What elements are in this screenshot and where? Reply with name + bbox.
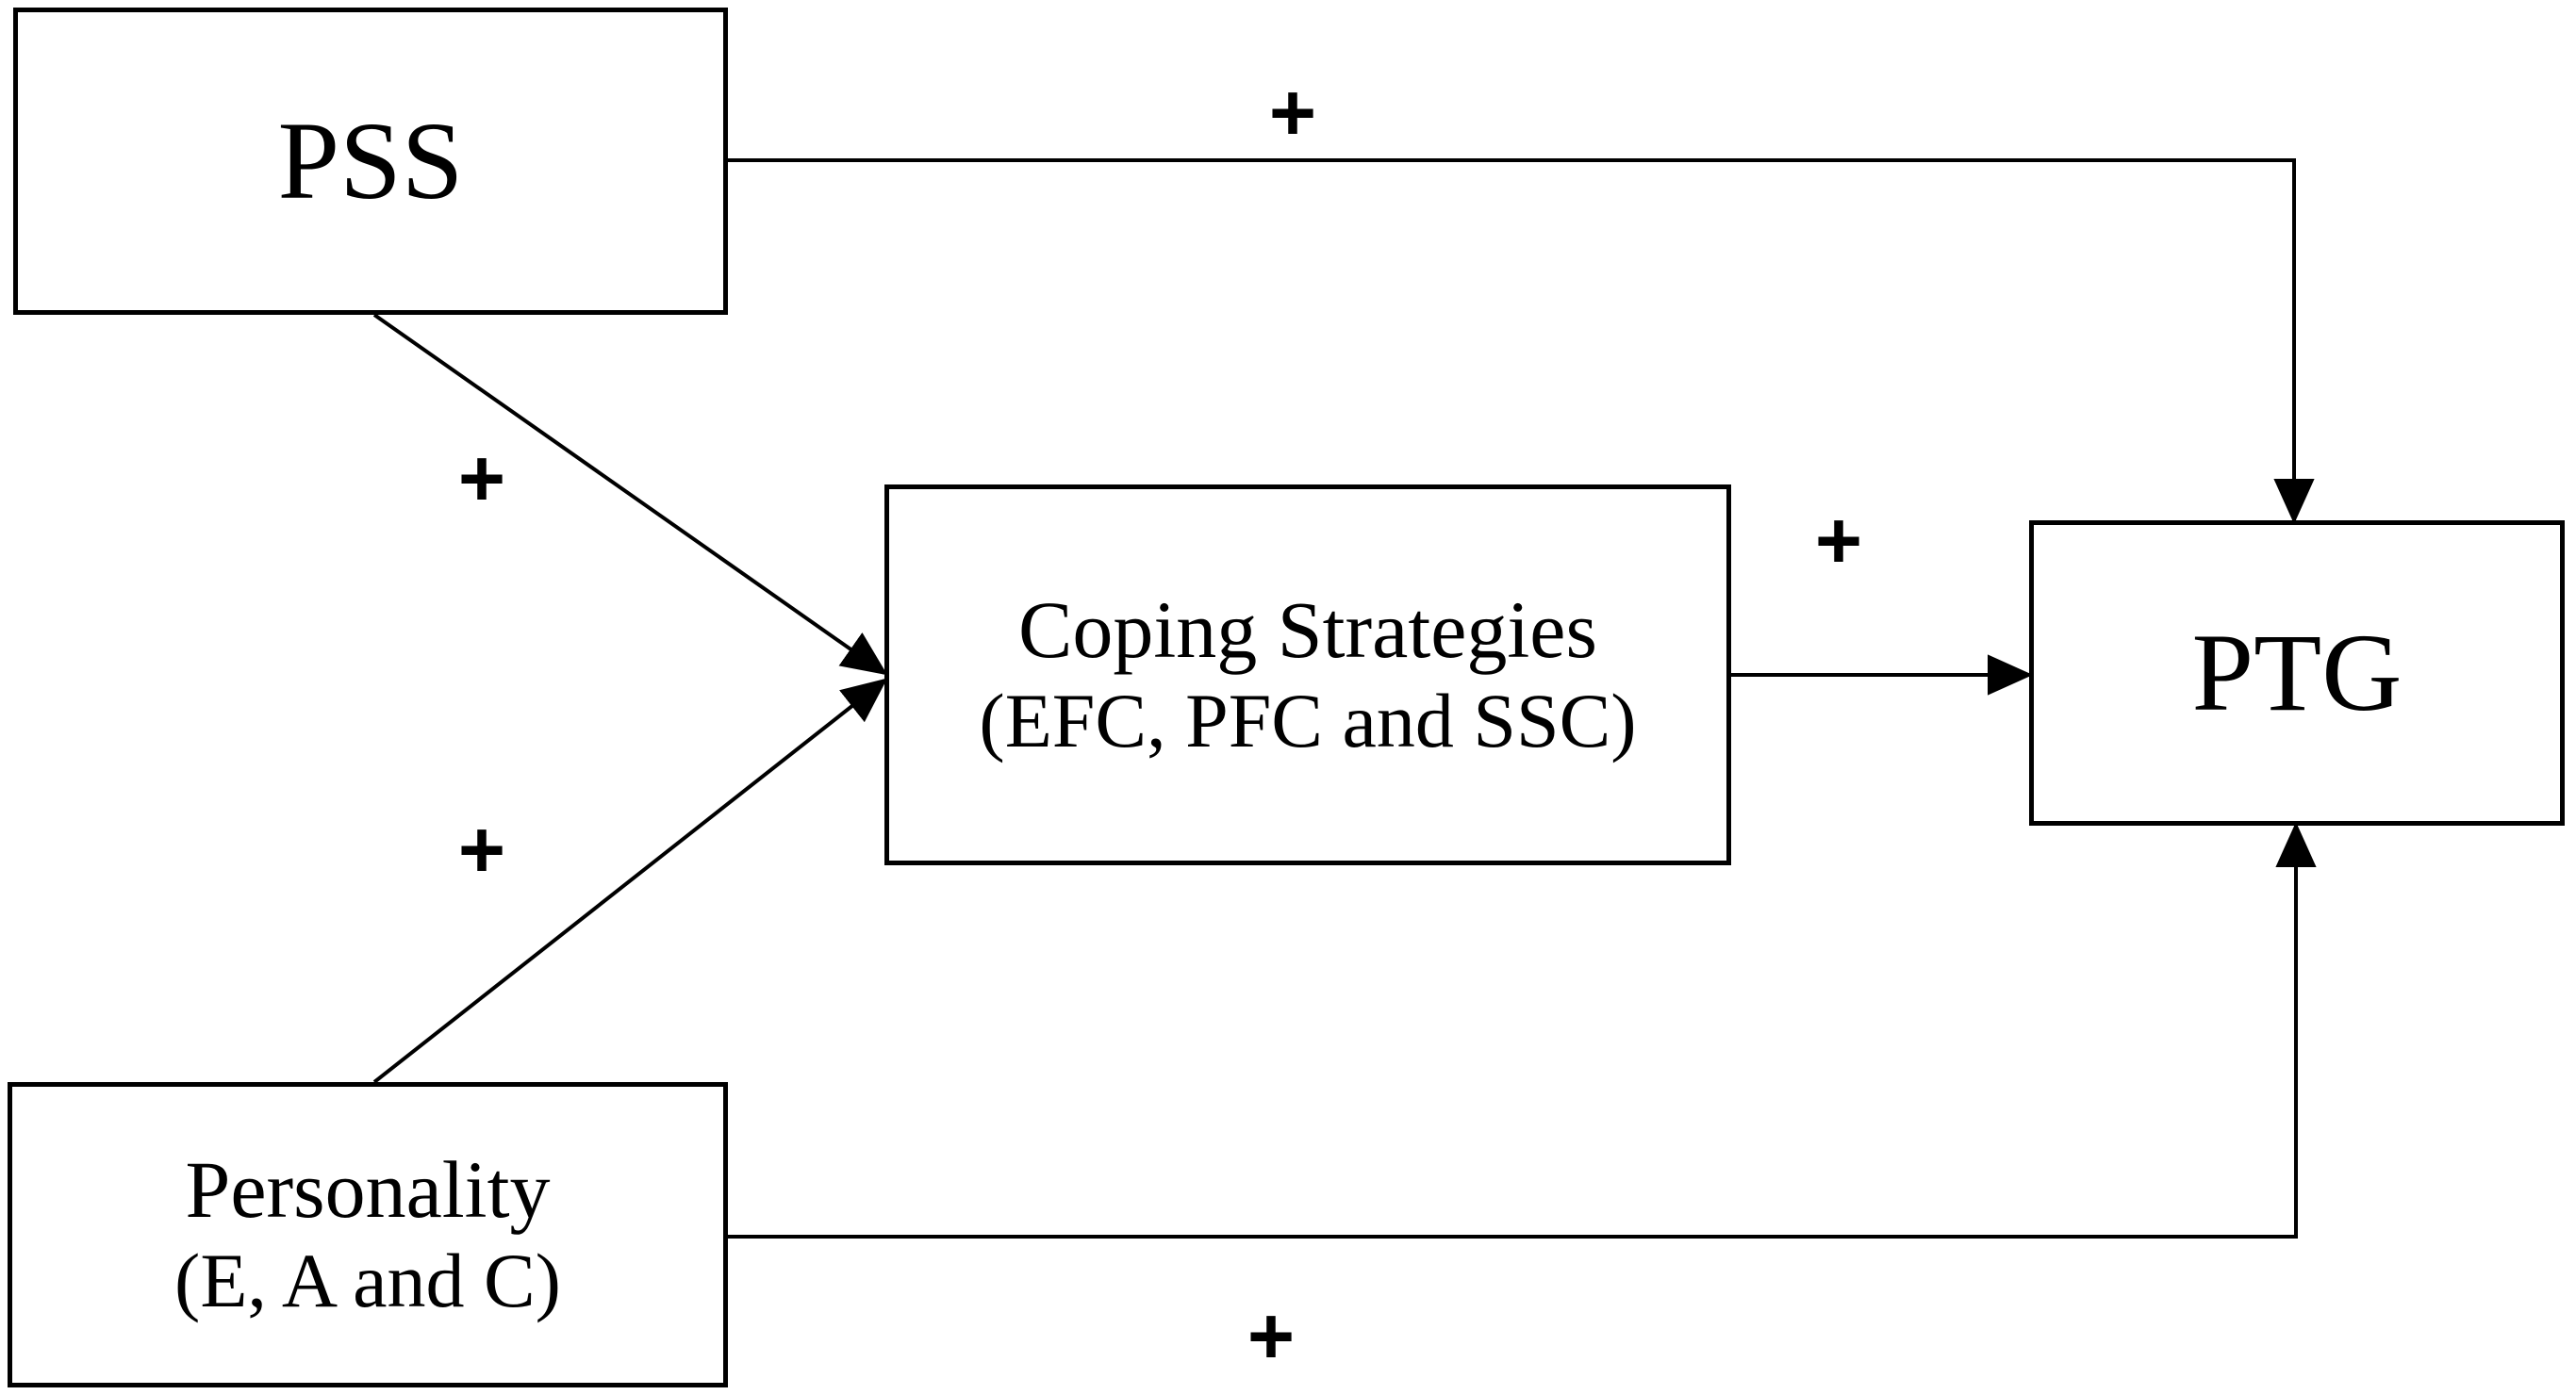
edge-sign-personality-to-ptg: + [1247,1291,1296,1382]
node-coping-strategies[interactable]: Coping Strategies (EFC, PFC and SSC) [884,484,1731,865]
edge-personality-to-coping [372,678,888,1084]
edge-sign-pss-to-coping: + [457,434,506,524]
node-coping-strategies-label: Coping Strategies [1018,583,1597,675]
node-pss-label: PSS [277,99,464,223]
node-coping-strategies-sublabel: (EFC, PFC and SSC) [979,678,1637,764]
node-ptg[interactable]: PTG [2029,520,2565,826]
node-personality-sublabel: (E, A and C) [174,1238,561,1324]
node-pss[interactable]: PSS [13,8,728,315]
edge-pss-to-coping [372,313,888,676]
node-ptg-label: PTG [2191,611,2403,735]
edge-sign-pss-to-ptg: + [1268,68,1317,158]
edge-sign-personality-to-coping: + [457,805,506,895]
edge-sign-coping-to-ptg: + [1814,496,1863,586]
edge-personality-to-ptg [728,822,2317,1239]
edge-pss-to-ptg [728,158,2315,524]
node-personality[interactable]: Personality (E, A and C) [8,1082,728,1387]
node-personality-label: Personality [185,1143,551,1235]
